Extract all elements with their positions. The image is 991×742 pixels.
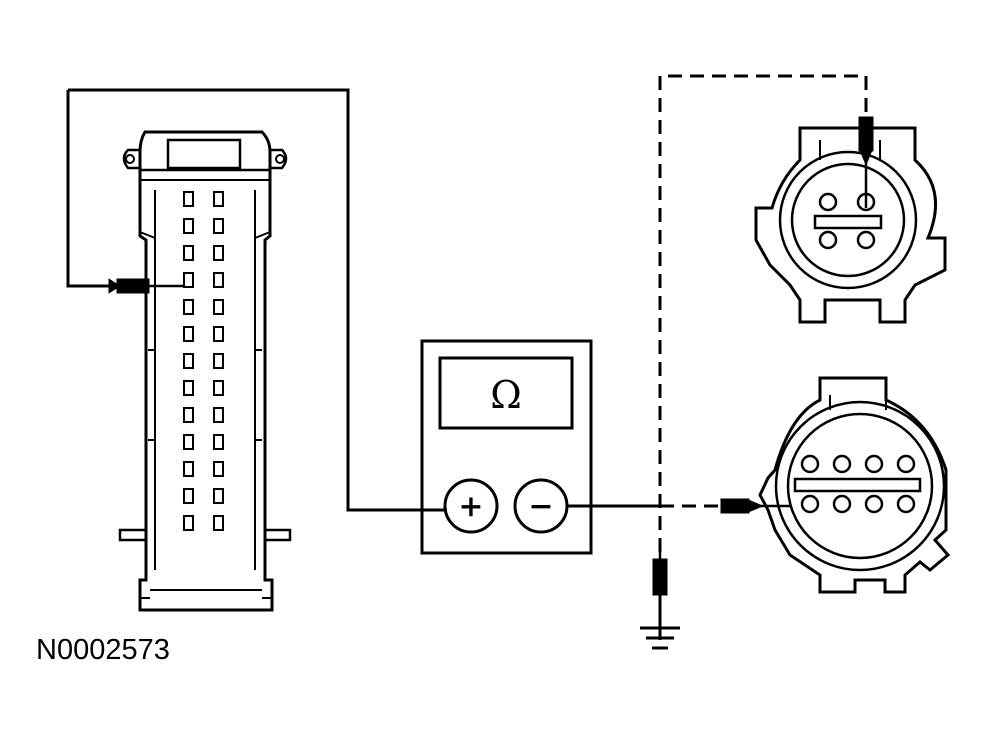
probe-tip-bottom-connector (720, 498, 750, 514)
left-connector-pins (183, 191, 224, 531)
left-connector-pin (183, 299, 194, 315)
left-connector-pin (183, 191, 194, 207)
left-connector-pin (183, 488, 194, 504)
bottom-right-connector (758, 376, 951, 594)
left-connector-pin (213, 353, 224, 369)
left-connector-pin (213, 245, 224, 261)
top-right-connector-pins (818, 192, 876, 250)
top-right-connector-pin (818, 192, 838, 212)
ohmmeter: Ω + − (420, 339, 593, 555)
bottom-right-connector-pin (800, 494, 820, 514)
left-connector (118, 130, 292, 612)
meter-positive-symbol: + (458, 489, 483, 524)
probe-wire-negative (567, 498, 790, 514)
left-connector-pin (183, 326, 194, 342)
dashed-alternate-wire (658, 74, 868, 640)
bottom-right-connector-pin (832, 454, 852, 474)
left-connector-pin (213, 407, 224, 423)
bottom-right-connector-pin (896, 494, 916, 514)
left-connector-pin (183, 272, 194, 288)
top-right-connector (754, 126, 947, 324)
left-connector-pin (183, 245, 194, 261)
left-connector-pin (183, 218, 194, 234)
left-connector-pin (213, 434, 224, 450)
left-connector-pin (183, 434, 194, 450)
left-connector-pin (183, 380, 194, 396)
left-connector-pin (183, 407, 194, 423)
probe-tip-left (116, 278, 150, 294)
ground-probe (640, 550, 680, 650)
left-connector-pin (213, 191, 224, 207)
meter-display-symbol: Ω (490, 373, 522, 417)
bottom-right-connector-pin (864, 454, 884, 474)
probe-wire-positive (66, 88, 447, 512)
top-right-connector-pin (856, 230, 876, 250)
ground-symbol (640, 626, 680, 650)
left-connector-pin (213, 299, 224, 315)
left-connector-pin (213, 326, 224, 342)
bottom-right-connector-pin (832, 494, 852, 514)
left-connector-pin (183, 353, 194, 369)
top-right-connector-pin (818, 230, 838, 250)
left-connector-pin (183, 461, 194, 477)
top-right-connector-pin (856, 192, 876, 212)
left-connector-pin (213, 515, 224, 531)
left-connector-pin (213, 488, 224, 504)
bottom-right-connector-pin (864, 494, 884, 514)
meter-positive-jack (443, 478, 499, 534)
bottom-right-connector-pin (896, 454, 916, 474)
left-connector-pin (213, 380, 224, 396)
meter-negative-symbol: − (528, 489, 553, 524)
left-connector-pin (213, 461, 224, 477)
bottom-right-connector-pins (800, 454, 916, 514)
left-connector-pin (213, 272, 224, 288)
left-connector-pin (183, 515, 194, 531)
figure-id-label: N0002573 (36, 634, 170, 666)
left-connector-pin (213, 218, 224, 234)
bottom-right-connector-pin (800, 454, 820, 474)
